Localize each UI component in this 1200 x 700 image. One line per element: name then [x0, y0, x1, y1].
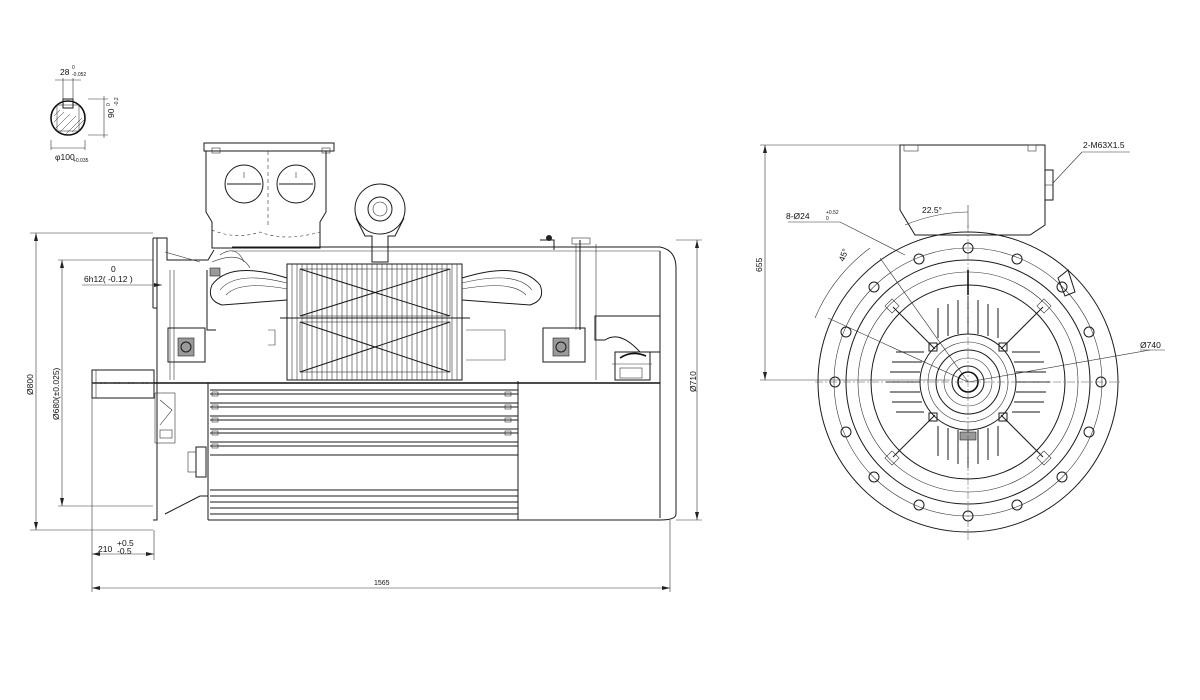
angle-large-label: 45° [836, 247, 850, 263]
height-dim: 655 [754, 258, 764, 272]
bolt-holes-tol-lower: 0 [826, 216, 829, 222]
lifting-eye [354, 183, 406, 263]
diagonal-ribs [884, 298, 1052, 466]
key-width-tol-lower: -0.052 [72, 72, 86, 78]
spigot-length-tol-lower: -0.5 [117, 546, 132, 556]
bolt-holes-label: 8-Ø24 [786, 211, 810, 221]
cable-gland-label: 2-M63X1.5 [1083, 140, 1125, 150]
face-tol-label: 6h12( -0.12 ) [84, 274, 133, 284]
side-lug [1057, 269, 1076, 297]
motor-frame [92, 237, 677, 521]
key-depth-dim: 90 [106, 108, 116, 118]
shaft-cross-section: 28 0 -0.052 90 0 -0.2 φ100 +0.035 [50, 65, 120, 164]
fan-cowl [594, 244, 661, 381]
spigot-length-tol-upper: +0.5 [117, 538, 134, 548]
cooling-fins [210, 389, 518, 515]
key-width-tol-upper: 0 [72, 65, 75, 71]
spigot-dia: Ø680(±0.025) [51, 367, 61, 420]
stator-core [280, 263, 470, 381]
motor-shaft [91, 369, 155, 399]
angle-small-label: 22.5° [922, 205, 942, 215]
angle-arcs [814, 205, 969, 319]
shaft-diameter-tol: +0.035 [73, 158, 89, 164]
overall-length: 1565 [374, 580, 390, 587]
key-depth-tol-lower: -0.2 [114, 97, 120, 106]
flange-outer-dia: Ø800 [25, 374, 35, 395]
face-tol-top: 0 [111, 264, 116, 274]
motor-side-view: 0 6h12( -0.12 ) Ø800 Ø680(±0.025) 210 +0… [25, 142, 702, 592]
side-view-dimensions: 0 6h12( -0.12 ) Ø800 Ø680(±0.025) 210 +0… [25, 232, 702, 592]
bearing-housings [167, 235, 591, 363]
key-depth-tol-upper: 0 [106, 103, 112, 106]
mounting-flange [153, 237, 208, 521]
key-width-dim: 28 [60, 67, 70, 77]
end-terminal-box [899, 144, 1054, 236]
end-windings [209, 250, 543, 306]
frame-dia: Ø710 [688, 371, 698, 392]
pcd-dim: Ø740 [1140, 340, 1161, 350]
terminal-box [203, 142, 335, 249]
bolt-holes-tol-upper: +0.52 [826, 210, 839, 216]
spigot-length: 210 [98, 544, 112, 554]
shaft-diameter-dim: φ100 [55, 152, 75, 162]
motor-end-view: 2-M63X1.5 8-Ø24 +0.52 0 22.5° 45° 655 Ø7… [754, 140, 1165, 540]
center-lines [815, 225, 1151, 540]
